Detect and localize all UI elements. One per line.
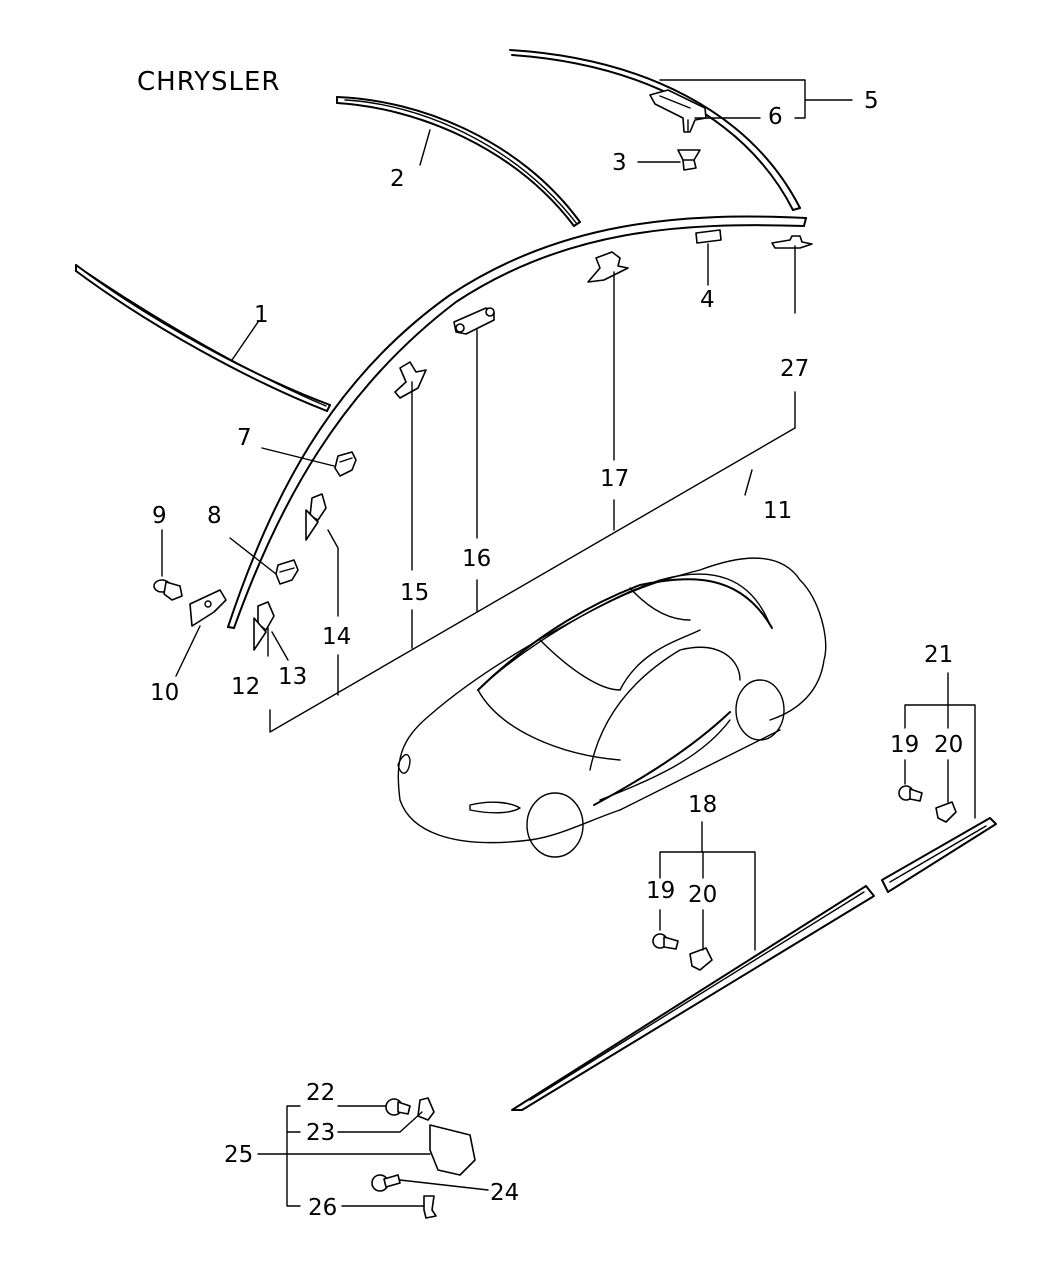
- callout-27: 27: [780, 356, 809, 382]
- callout-20-front: 20: [688, 882, 717, 908]
- callout-12: 12: [231, 674, 260, 700]
- callout-15: 15: [400, 580, 429, 606]
- callout-16: 16: [462, 546, 491, 572]
- clip-part-15: [394, 361, 427, 399]
- callout-25: 25: [224, 1142, 253, 1168]
- callout-9: 9: [152, 503, 167, 529]
- clip-part-3: [677, 149, 701, 171]
- callout-26: 26: [308, 1195, 337, 1221]
- callout-24: 24: [490, 1180, 519, 1206]
- bracket-part-10: [189, 589, 227, 627]
- callout-labels: 1 2 3 4 5 6 7 8 9 10 11 12 13 14 15 16 1…: [150, 88, 963, 1221]
- callout-3: 3: [612, 150, 627, 176]
- callout-17: 17: [600, 466, 629, 492]
- body-side-molding-part-18: [511, 885, 875, 1111]
- windshield-molding-part: [75, 264, 331, 412]
- callout-22: 22: [306, 1080, 335, 1106]
- callout-8: 8: [207, 503, 222, 529]
- clip-part-8: [275, 559, 299, 585]
- fasteners-19-20-rear: [898, 785, 957, 823]
- clip-part-7: [334, 451, 357, 477]
- clip-part-27: [771, 235, 813, 249]
- brand-label: CHRYSLER: [137, 67, 280, 97]
- callout-11: 11: [763, 498, 792, 524]
- callout-1: 1: [254, 302, 269, 328]
- bracket-part-6: [649, 89, 707, 133]
- body-side-molding-part-21: [881, 817, 997, 893]
- leader-lines: [161, 79, 976, 1207]
- callout-14: 14: [322, 624, 351, 650]
- callout-4: 4: [700, 287, 715, 313]
- clip-part-16: [453, 307, 495, 335]
- callout-13: 13: [278, 664, 307, 690]
- side-molding-part-11: [227, 215, 807, 629]
- callout-6: 6: [768, 104, 783, 130]
- push-clip-part-9: [153, 579, 183, 601]
- callout-7: 7: [237, 425, 252, 451]
- car-outline: [397, 557, 827, 858]
- callout-5: 5: [864, 88, 879, 114]
- callout-20-rear: 20: [934, 732, 963, 758]
- callout-21: 21: [924, 642, 953, 668]
- callout-23: 23: [306, 1120, 335, 1146]
- clip-part-17: [587, 251, 629, 283]
- mud-guard-group: [371, 1097, 476, 1219]
- clip-part-14: [305, 493, 327, 541]
- callout-10: 10: [150, 680, 179, 706]
- callout-18: 18: [688, 792, 717, 818]
- pad-part-4: [695, 229, 722, 244]
- roof-molding-part: [336, 96, 581, 227]
- rear-roof-molding-part: [509, 49, 801, 211]
- callout-19-rear: 19: [890, 732, 919, 758]
- callout-2: 2: [390, 166, 405, 192]
- callout-19-front: 19: [646, 878, 675, 904]
- clip-part-12-13: [253, 601, 275, 651]
